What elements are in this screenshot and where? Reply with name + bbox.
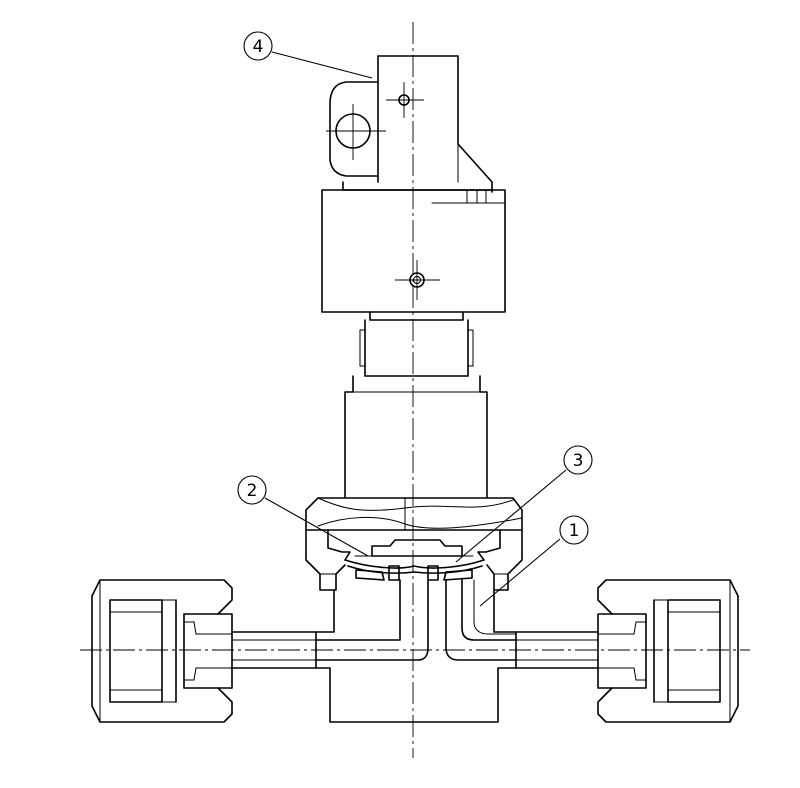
- callout-4-circle: [243, 31, 273, 61]
- valve-neck: [344, 311, 488, 499]
- valve-body: [315, 579, 517, 723]
- right-fitting: [515, 579, 739, 723]
- callout-2-circle: [237, 475, 267, 505]
- centerlines: [80, 22, 750, 758]
- bonnet-nut: [305, 497, 523, 591]
- callout-3-label: 3: [573, 451, 584, 471]
- callout-3: 3: [563, 445, 593, 475]
- left-fitting: [91, 579, 317, 723]
- callout-3-circle: [563, 445, 593, 475]
- callout-1-circle: [559, 515, 589, 545]
- callout-2-label: 2: [247, 481, 258, 501]
- callout-1-label: 1: [569, 521, 580, 541]
- callout-2: 2: [237, 475, 267, 505]
- diaphragm-assembly: [327, 529, 501, 581]
- callout-leaders: [264, 51, 567, 607]
- callout-4: 4: [243, 31, 273, 61]
- callout-4-label: 4: [253, 37, 264, 57]
- actuator-bracket: [326, 55, 493, 193]
- actuator-head: [321, 189, 506, 313]
- callout-1: 1: [559, 515, 589, 545]
